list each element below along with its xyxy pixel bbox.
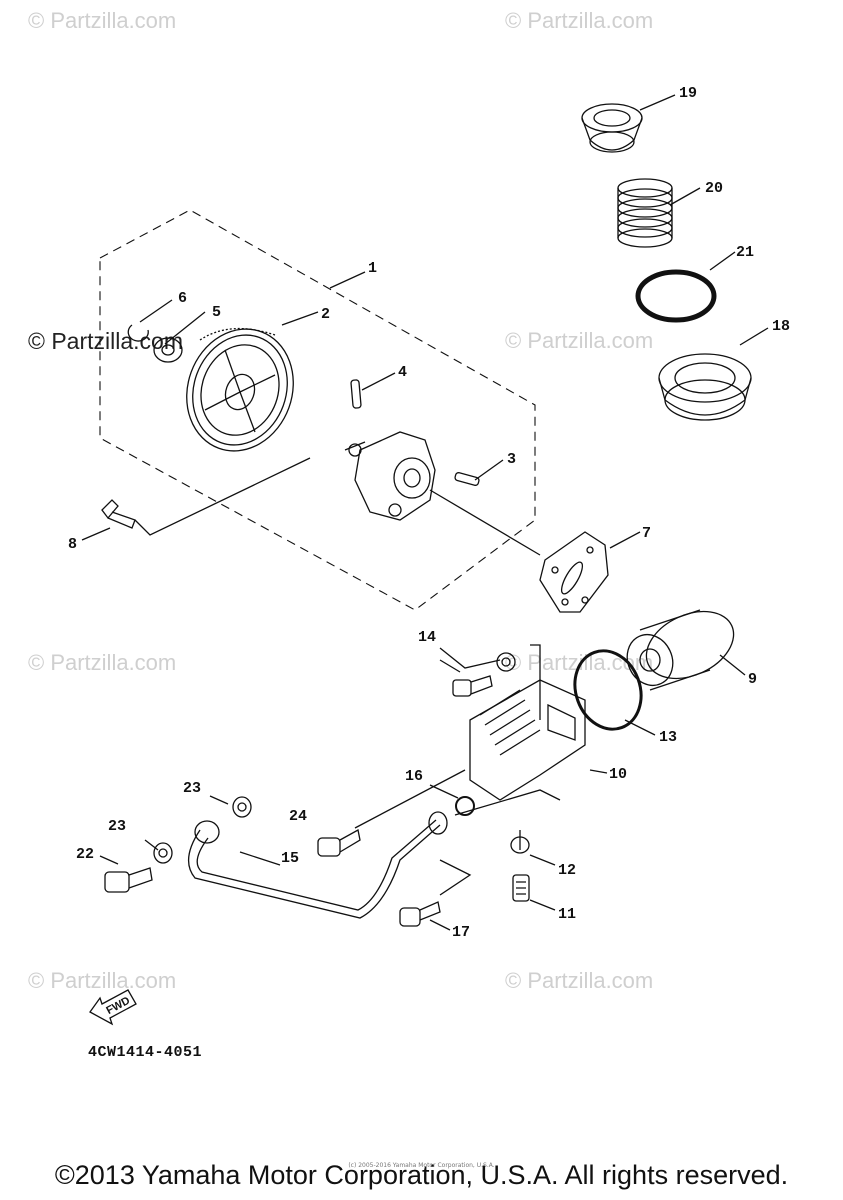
washer-part-23 [153, 842, 173, 864]
callout-7: 7 [642, 525, 651, 542]
callout-24: 24 [289, 808, 307, 825]
leader-line [164, 311, 206, 345]
copyright-notice: ©2013 Yamaha Motor Corporation, U.S.A. A… [54, 1160, 789, 1190]
bolt-part-11 [512, 874, 530, 902]
callout-8: 8 [68, 536, 77, 553]
clip-part-6 [127, 324, 149, 342]
callout-16: 16 [405, 768, 423, 785]
plug-part-18 [658, 353, 752, 421]
leader-line [529, 854, 556, 866]
watermark: © Partzilla.com [505, 8, 654, 33]
leader-line [209, 795, 229, 805]
leader-line [739, 327, 769, 346]
callout-1: 1 [368, 260, 377, 277]
leader-line [709, 251, 736, 271]
callout-20: 20 [705, 180, 723, 197]
leader-line [354, 769, 466, 829]
bolt-part-24 [317, 828, 361, 857]
leader-line [429, 489, 541, 556]
oil-pipe-part-15 [188, 811, 448, 919]
leader-line [81, 527, 111, 541]
callout-3: 3 [507, 451, 516, 468]
leader-line [139, 299, 173, 323]
fwd-arrow-icon [89, 989, 137, 1026]
callout-22: 22 [76, 846, 94, 863]
callout-23: 23 [183, 780, 201, 797]
screw-part-8 [101, 499, 136, 529]
callout-11: 11 [558, 906, 576, 923]
leader-line [361, 372, 396, 391]
leader-line [329, 271, 366, 289]
callout-23: 23 [108, 818, 126, 835]
callout-15: 15 [281, 850, 299, 867]
leader-line [529, 899, 556, 911]
callout-19: 19 [679, 85, 697, 102]
callout-4: 4 [398, 364, 407, 381]
callout-10: 10 [609, 766, 627, 783]
leader-line [609, 531, 641, 549]
watermark: © Partzilla.com [28, 650, 177, 675]
cover-part-10 [469, 679, 586, 801]
callout-9: 9 [748, 671, 757, 688]
leader-line [454, 789, 561, 816]
leader-line [719, 654, 746, 676]
o-ring-part-16 [455, 796, 475, 816]
leader-line [439, 647, 501, 669]
watermark: © Partzilla.com [505, 968, 654, 993]
callout-21: 21 [736, 244, 754, 261]
oil-pump-body [344, 431, 436, 521]
watermark: © Partzilla.com [28, 328, 183, 354]
leader-line [439, 859, 472, 896]
leader-line [669, 187, 701, 206]
leader-line [474, 459, 504, 481]
oil-filter-part-9 [626, 609, 735, 691]
union-bolt-part-22 [104, 867, 153, 893]
callout-2: 2 [321, 306, 330, 323]
leader-line [439, 659, 461, 673]
watermark: © Partzilla.com [28, 8, 177, 33]
pin-part-4 [350, 379, 362, 409]
pin-part-3 [454, 472, 480, 486]
spring-part-20 [617, 178, 673, 248]
assembly-outline [99, 209, 536, 611]
small-credit: (c) 2005-2016 Yamaha Motor Corporation, … [348, 1162, 495, 1169]
callout-18: 18 [772, 318, 790, 335]
leader-line [144, 839, 159, 851]
watermark: © Partzilla.com [505, 328, 654, 353]
leader-line [99, 855, 119, 865]
leader-line [281, 311, 319, 326]
leader-line [239, 851, 281, 866]
callout-14: 14 [418, 629, 436, 646]
leader-line [530, 644, 541, 720]
o-ring-part-13 [573, 649, 643, 731]
o-ring-part-21 [635, 269, 717, 323]
cap-part-19 [581, 103, 643, 153]
callout-6: 6 [178, 290, 187, 307]
leader-line [589, 769, 608, 774]
leader-line [429, 919, 451, 931]
washer-part-5 [153, 337, 183, 363]
watermark: © Partzilla.com [28, 968, 177, 993]
callout-5: 5 [212, 304, 221, 321]
bolt-part-17 [399, 901, 441, 927]
washer-part-23 [232, 796, 252, 818]
gear-part-2 [186, 327, 294, 452]
leader-line [134, 457, 311, 536]
washer-part-12 [510, 836, 530, 854]
callout-labels: 1 2 3 4 5 6 7 8 9 10 11 12 13 14 15 16 1… [68, 85, 790, 941]
leader-line [429, 784, 459, 799]
diagram-code: 4CW1414-4051 [88, 1044, 203, 1061]
callout-17: 17 [452, 924, 470, 941]
callout-12: 12 [558, 862, 576, 879]
gasket-part-7 [539, 531, 609, 613]
washer-part-14 [496, 652, 516, 672]
leader-line [639, 94, 676, 111]
bolt-part-14 [452, 675, 493, 697]
callout-13: 13 [659, 729, 677, 746]
